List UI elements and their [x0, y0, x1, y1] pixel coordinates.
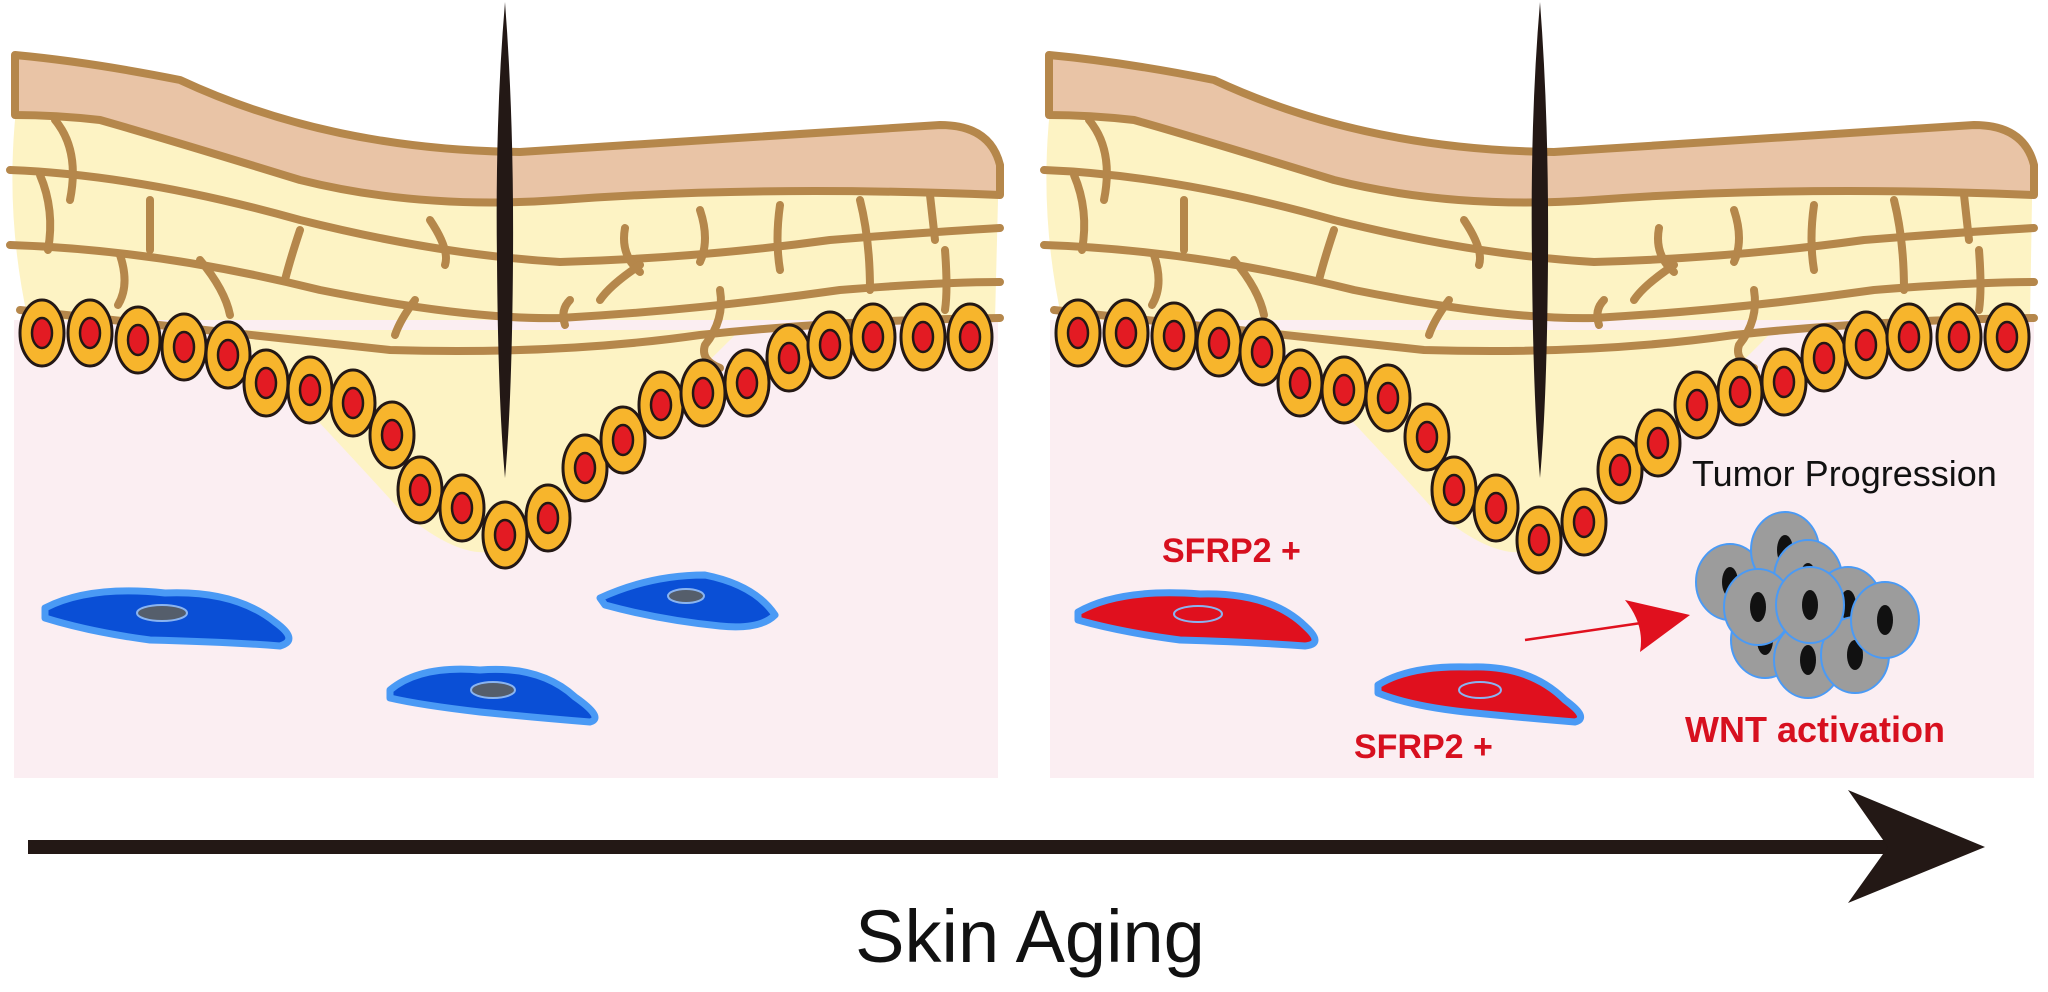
wnt-signal-arrow	[1524, 600, 1690, 652]
aging-axis-arrow	[28, 790, 1985, 903]
sfrp2-label-upper: SFRP2 +	[1162, 532, 1301, 570]
hair-shaft-left	[496, 2, 514, 478]
fibroblast-left-1	[41, 587, 293, 650]
fibroblast-left-2	[596, 571, 779, 631]
fibroblast-sfrp2-1	[1074, 589, 1319, 650]
stratum-corneum-left	[11, 51, 1004, 207]
sfrp2-label-lower: SFRP2 +	[1354, 728, 1493, 766]
fibroblast-sfrp2-2	[1374, 663, 1585, 726]
wnt-activation-label: WNT activation	[1685, 709, 1945, 750]
tumor-progression-label: Tumor Progression	[1692, 453, 1997, 494]
panel-aged-skin: SFRP2 + SFRP2 + Tumor Progression WNT ac…	[1040, 2, 2038, 778]
fibroblast-left-3	[386, 665, 599, 726]
hair-shaft-right	[1531, 2, 1549, 478]
panel-young-skin	[6, 2, 1004, 778]
axis-label: Skin Aging	[855, 895, 1205, 978]
stratum-corneum-right	[1045, 51, 2038, 207]
